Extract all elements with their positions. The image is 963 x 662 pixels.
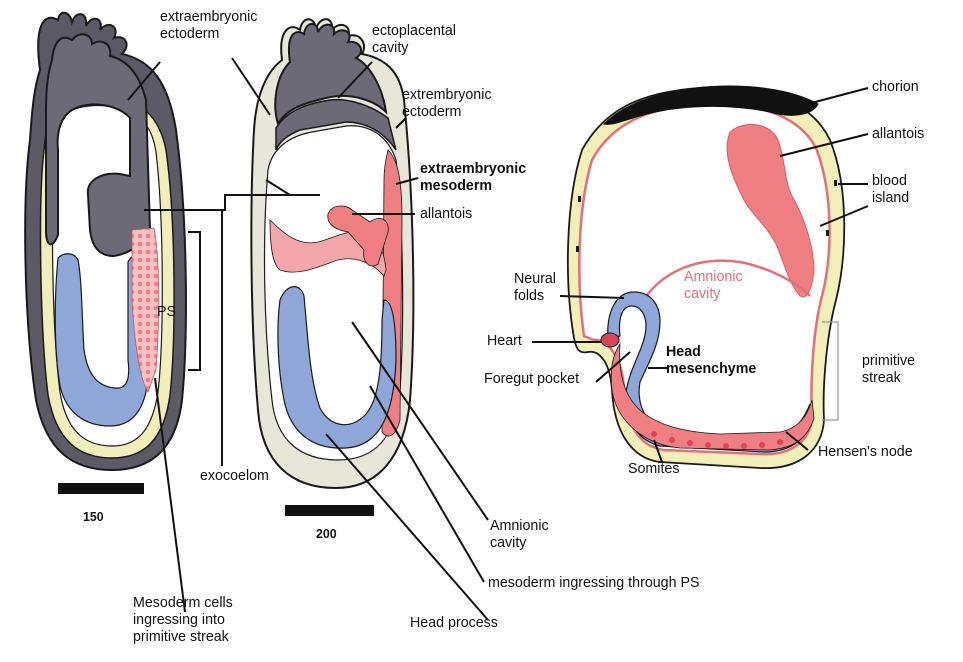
scale-bar-150 xyxy=(58,483,144,494)
embryo-egg-cylinder-1 xyxy=(25,13,186,470)
label-foregut-pocket: Foregut pocket xyxy=(484,370,579,387)
label-mesoderm-ingressing-ps: mesoderm ingressing through PS xyxy=(488,574,699,591)
label-heart: Heart xyxy=(487,332,522,349)
right-heart xyxy=(601,333,619,347)
label-somites: Somites xyxy=(628,460,679,477)
scale-bar-200 xyxy=(285,505,374,516)
label-chorion: chorion xyxy=(872,78,919,95)
label-allantois-right: allantois xyxy=(872,125,924,142)
label-scale-200: 200 xyxy=(316,525,337,542)
label-hensens-node: Hensen's node xyxy=(818,443,913,460)
label-head-process: Head process xyxy=(410,614,498,631)
label-exocoelom: exocoelom xyxy=(200,467,269,484)
label-scale-150: 150 xyxy=(83,508,104,525)
label-ps: PS xyxy=(157,303,176,320)
label-allantois-left: allantois xyxy=(420,205,472,222)
